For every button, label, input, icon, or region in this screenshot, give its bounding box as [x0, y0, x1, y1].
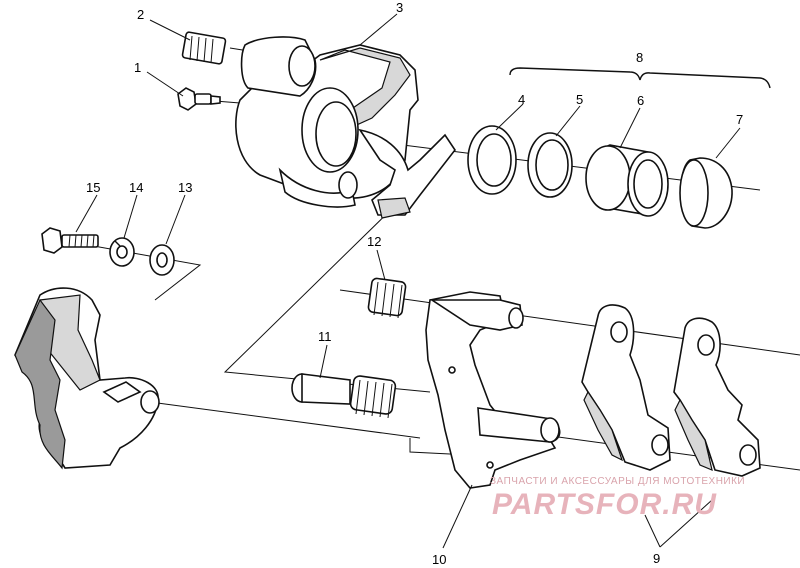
piston-cap [679, 157, 733, 229]
callout-2: 2 [137, 7, 144, 22]
callout-12: 12 [367, 234, 381, 249]
callout-14: 14 [129, 180, 143, 195]
pin-boot-lower [349, 375, 397, 419]
lock-washer [109, 237, 135, 267]
callout-4: 4 [518, 92, 525, 107]
bleeder-screw [177, 87, 221, 111]
callout-11: 11 [318, 329, 332, 344]
flat-washer [149, 244, 175, 276]
pin-boot-upper [367, 277, 407, 319]
callout-1: 1 [134, 60, 141, 75]
callout-3: 3 [396, 0, 403, 15]
callout-labels: 1 2 3 4 5 6 7 8 9 10 11 12 13 14 15 [86, 0, 743, 567]
caliper-bolt [41, 227, 99, 254]
callout-8: 8 [636, 50, 643, 65]
callout-5: 5 [576, 92, 583, 107]
brake-pad-outer [673, 317, 761, 477]
callout-13: 13 [178, 180, 192, 195]
watermark: ЗАПЧАСТИ И АКСЕССУАРЫ ДЛЯ МОТОТЕХНИКИ PA… [490, 476, 745, 521]
watermark-tagline: ЗАПЧАСТИ И АКСЕССУАРЫ ДЛЯ МОТОТЕХНИКИ [490, 476, 745, 487]
leader-lines [75, 13, 741, 549]
callout-7: 7 [736, 112, 743, 127]
piston [585, 144, 669, 217]
group-bracket-8 [509, 67, 771, 89]
callout-10: 10 [432, 552, 446, 567]
piston-seal [467, 125, 517, 195]
watermark-logo: PARTSFOR.RU [492, 488, 717, 521]
slide-pin-lower [291, 373, 351, 405]
callout-6: 6 [637, 93, 644, 108]
caliper-bracket [425, 291, 561, 489]
caliper-body [235, 36, 456, 219]
callout-9: 9 [653, 551, 660, 566]
dust-seal [527, 132, 573, 198]
fork-mount [14, 287, 160, 470]
callout-15: 15 [86, 180, 100, 195]
brake-pad-inner [581, 304, 671, 471]
bleeder-cap [181, 31, 227, 65]
